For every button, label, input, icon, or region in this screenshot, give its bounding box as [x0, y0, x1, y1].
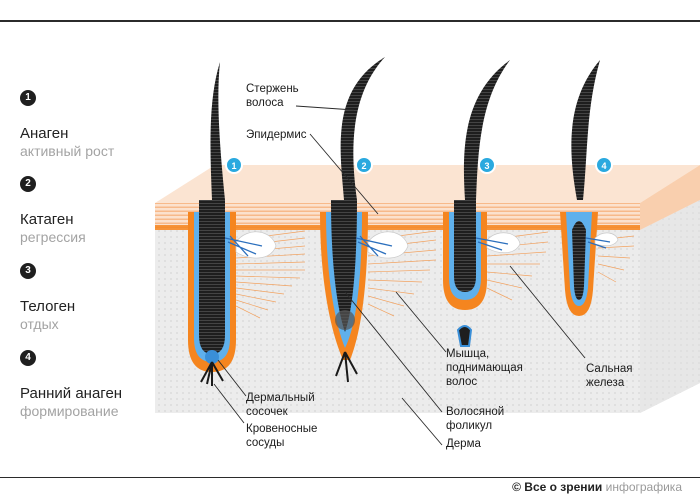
badge-3: 3: [478, 156, 496, 174]
leader-lines: [213, 105, 586, 446]
stage-4-title: Ранний анаген: [20, 385, 123, 402]
stage-3-subtitle: отдых: [20, 316, 59, 332]
stage-1-number: 1: [20, 90, 36, 106]
brand-suffix: инфографика: [605, 480, 682, 494]
brand-name: Все о зрении: [524, 480, 603, 494]
stage-4-number: 4: [20, 350, 36, 366]
stage-2-title: Катаген: [20, 211, 74, 228]
follicle-2: [320, 57, 437, 383]
svg-text:4: 4: [601, 161, 606, 171]
leader-muscle: [395, 291, 447, 353]
label-epidermis: Эпидермис: [246, 129, 307, 141]
stage-3-title: Телоген: [20, 298, 76, 315]
stage-1-subtitle: активный рост: [20, 143, 115, 159]
follicle-3: [443, 60, 549, 347]
copyright-icon: ©: [512, 480, 521, 494]
badge-4: 4: [595, 156, 613, 174]
svg-text:1: 1: [231, 161, 236, 171]
stage-2-number: 2: [20, 176, 36, 192]
epidermis-layer: [155, 165, 700, 230]
leader-vessels: [213, 383, 245, 424]
top-divider: [0, 20, 700, 22]
svg-text:2: 2: [361, 161, 366, 171]
badge-1: 1: [225, 156, 243, 174]
dermis-block: [155, 200, 700, 413]
svg-text:3: 3: [484, 161, 489, 171]
leader-papilla: [217, 359, 247, 397]
follicle-4: [560, 60, 635, 316]
leader-dermis: [401, 397, 443, 446]
follicle-1: [188, 62, 306, 386]
label-dermis: Дерма: [446, 438, 481, 450]
badge-2: 2: [355, 156, 373, 174]
stage-1-title: Анаген: [20, 125, 69, 142]
stage-2-subtitle: регрессия: [20, 229, 86, 245]
bottom-divider: [0, 477, 700, 478]
brand-footer: © Все о зрении инфографика: [512, 480, 682, 494]
leader-shaft: [295, 105, 355, 111]
stage-4-subtitle: формирование: [20, 403, 119, 419]
stage-3-number: 3: [20, 263, 36, 279]
leader-follicle: [344, 291, 443, 413]
leader-epidermis: [309, 133, 379, 215]
leader-gland: [509, 265, 586, 359]
